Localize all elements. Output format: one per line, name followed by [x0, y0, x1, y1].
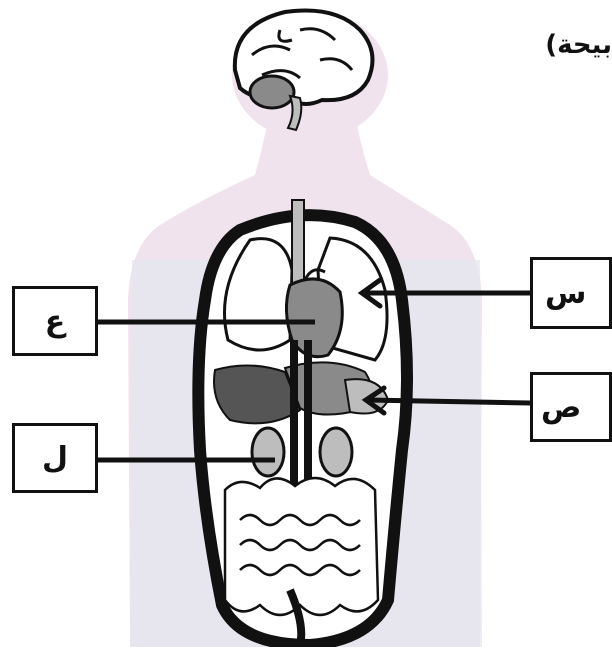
heading-fragment: بيحة): [545, 30, 612, 60]
label-box-lam: ل: [12, 423, 98, 493]
label-box-ain: ع: [12, 286, 98, 356]
label-lam-text: ل: [42, 441, 68, 476]
label-mim-text: س: [545, 276, 586, 311]
label-box-mim: س: [530, 257, 612, 329]
leader-line-sad: [368, 400, 530, 403]
label-box-sad: ص: [530, 372, 612, 442]
label-sad-text: ص: [541, 390, 581, 425]
label-ain-text: ع: [45, 304, 66, 339]
